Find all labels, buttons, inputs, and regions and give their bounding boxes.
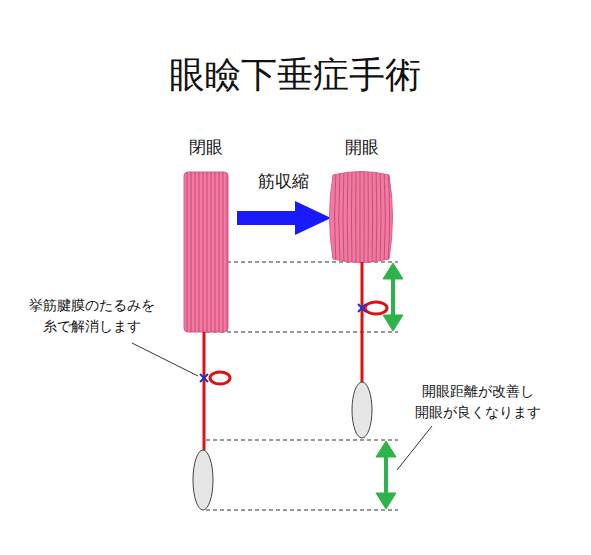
aponeurosis [361, 262, 364, 382]
callout-note: 挙筋腱膜のたるみを 糸で解消します [29, 295, 155, 337]
tarsal-plate [352, 382, 372, 438]
aponeurosis [203, 332, 206, 450]
action-label: 筋収縮 [258, 169, 309, 195]
suture-knot [358, 304, 366, 312]
contraction-arrow [237, 201, 331, 235]
tarsal-plate [193, 450, 213, 510]
state-label: 閉眼 [189, 135, 223, 161]
suture-loop [210, 372, 230, 384]
distance-arrow [376, 441, 396, 509]
leader-line [397, 426, 432, 470]
leader-line [132, 343, 198, 376]
suture-knot [200, 374, 208, 382]
muscle-fibers [335, 168, 390, 266]
title: 眼瞼下垂症手術 [169, 48, 421, 102]
state-label: 開眼 [345, 135, 379, 161]
reference-lines [206, 262, 398, 510]
suture-loop [365, 302, 387, 314]
distance-arrow [383, 263, 403, 331]
callout-note: 開眼距離が改善し 開眼が良くなります [415, 381, 541, 423]
muscle-fibers [187, 172, 227, 332]
